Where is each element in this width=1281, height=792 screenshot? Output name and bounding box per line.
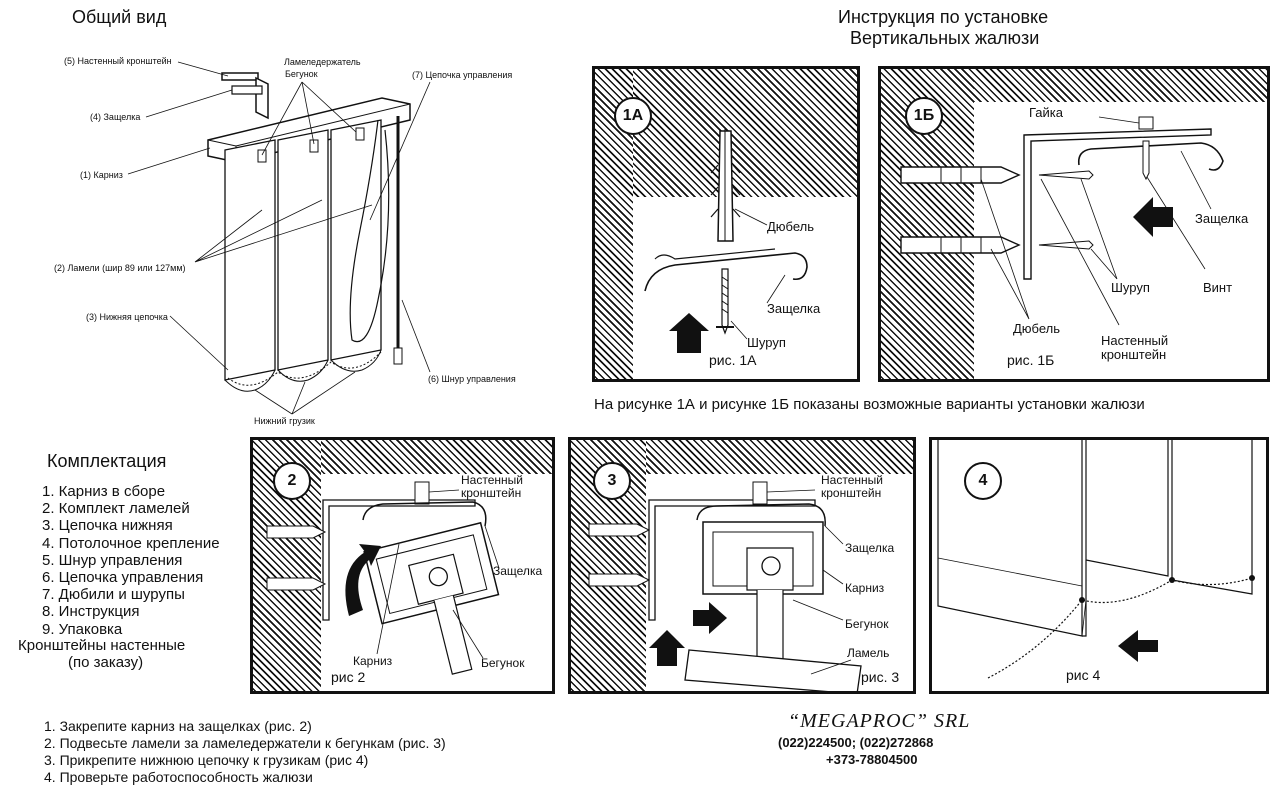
label-runner: Бегунок <box>285 69 318 79</box>
label-bracket-line2: кронштейн <box>821 486 882 500</box>
step-item: 4. Проверьте работоспособность жалюзи <box>44 769 313 785</box>
label-bottom-chain: (3) Нижняя цепочка <box>86 312 168 322</box>
installation-note: На рисунке 1А и рисунке 1Б показаны возм… <box>594 396 1145 413</box>
label-clip: Защелка <box>767 301 821 316</box>
badge-2: 2 <box>273 462 311 500</box>
kit-item: 4. Потолочное крепление <box>42 534 220 552</box>
panel-2: 2 Настенный кронштейн Защелка Карниз Бег… <box>250 437 555 694</box>
label-bracket-line1: Настенный <box>461 473 523 487</box>
instructions-title-line2: Вертикальных жалюзи <box>850 28 1040 48</box>
panel-2-drawing <box>266 481 500 675</box>
kit-item: 9. Упаковка <box>42 620 123 638</box>
kit-extra-line1: Кронштейны настенные <box>18 637 186 654</box>
label-clip: (4) Защелка <box>90 112 141 122</box>
label-rail: (1) Карниз <box>80 170 123 180</box>
kit-item: 5. Шнур управления <box>42 551 183 569</box>
label-dowel: Дюбель <box>767 219 815 234</box>
company-phone-2: +373-78804500 <box>826 752 918 767</box>
label-control-cord: (6) Шнур управления <box>428 374 516 384</box>
label-nut: Гайка <box>1029 105 1064 120</box>
kit-extra-line2: (по заказу) <box>68 654 144 671</box>
label-bracket: (5) Настенный кронштейн <box>64 56 172 66</box>
instructions-title-line1: Инструкция по установке <box>838 7 1049 27</box>
step-item: 3. Прикрепите нижнюю цепочку к грузикам … <box>44 752 369 768</box>
label-bracket-line1: Настенный <box>1101 333 1169 348</box>
panel-1b-drawing <box>900 116 1224 326</box>
kit-title: Комплектация <box>47 451 167 471</box>
label-rail: Карниз <box>845 581 885 595</box>
label-control-chain: (7) Цепочка управления <box>412 70 513 80</box>
kit-item: 1. Карниз в сборе <box>42 483 166 500</box>
badge-4: 4 <box>964 462 1002 500</box>
panel-1a-drawing <box>644 129 808 353</box>
label-screw: Шуруп <box>1111 280 1150 295</box>
label-dowel: Дюбель <box>1013 321 1061 336</box>
label-rail: Карниз <box>353 654 393 668</box>
label-bolt: Винт <box>1203 280 1233 295</box>
caption-1b: рис. 1Б <box>1007 352 1055 368</box>
caption-2: рис 2 <box>331 669 366 685</box>
label-bracket-line2: кронштейн <box>461 486 522 500</box>
label-slats: (2) Ламели (шир 89 или 127мм) <box>54 263 186 273</box>
label-runner: Бегунок <box>481 656 525 670</box>
badge-1a: 1А <box>614 97 652 135</box>
overview-title: Общий вид <box>72 7 167 27</box>
panel-1a: 1А Дюбель Защелка Шуруп рис. 1А <box>592 66 860 382</box>
caption-3: рис. 3 <box>861 669 900 685</box>
kit-item: 8. Инструкция <box>42 603 140 621</box>
panel-3-drawing <box>588 481 862 691</box>
label-bracket-line1: Настенный <box>821 473 883 487</box>
label-clip: Защелка <box>493 564 543 578</box>
badge-3: 3 <box>593 462 631 500</box>
kit-item: 3. Цепочка нижняя <box>42 517 173 535</box>
caption-1a: рис. 1А <box>709 352 757 368</box>
steps-list: 1. Закрепите карниз на защелках (рис. 2)… <box>44 718 446 786</box>
step-item: 1. Закрепите карниз на защелках (рис. 2) <box>44 718 312 734</box>
label-holder: Ламеледержатель <box>284 57 361 67</box>
label-slat: Ламель <box>847 646 890 660</box>
kit-item: 6. Цепочка управления <box>42 569 204 587</box>
label-runner: Бегунок <box>845 617 889 631</box>
kit-list: 1. Карниз в сборе 2. Комплект ламелей 3.… <box>42 483 220 638</box>
company-name: “MEGAPROC” SRL <box>788 710 971 732</box>
overview-drawing <box>127 61 431 415</box>
label-weight: Нижний грузик <box>254 416 315 426</box>
kit-item: 2. Комплект ламелей <box>42 500 190 518</box>
panel-4: 4 рис 4 <box>929 437 1269 694</box>
label-bracket-line2: кронштейн <box>1101 347 1167 362</box>
panel-3: 3 Настенный кронштейн Защелка Карниз Бег… <box>568 437 916 694</box>
company-phone-1: (022)224500; (022)272868 <box>778 735 934 750</box>
label-clip: Защелка <box>1195 211 1249 226</box>
kit-item: 7. Дюбили и шурупы <box>42 586 185 604</box>
badge-1b: 1Б <box>905 97 943 135</box>
step-item: 2. Подвесьте ламели за ламеледержатели к… <box>44 735 446 751</box>
caption-4: рис 4 <box>1066 667 1101 683</box>
label-screw: Шуруп <box>747 335 786 350</box>
panel-1b: 1Б Гайка Защелка Шуруп Винт Дюбель Насте… <box>878 66 1270 382</box>
label-clip: Защелка <box>845 541 895 555</box>
